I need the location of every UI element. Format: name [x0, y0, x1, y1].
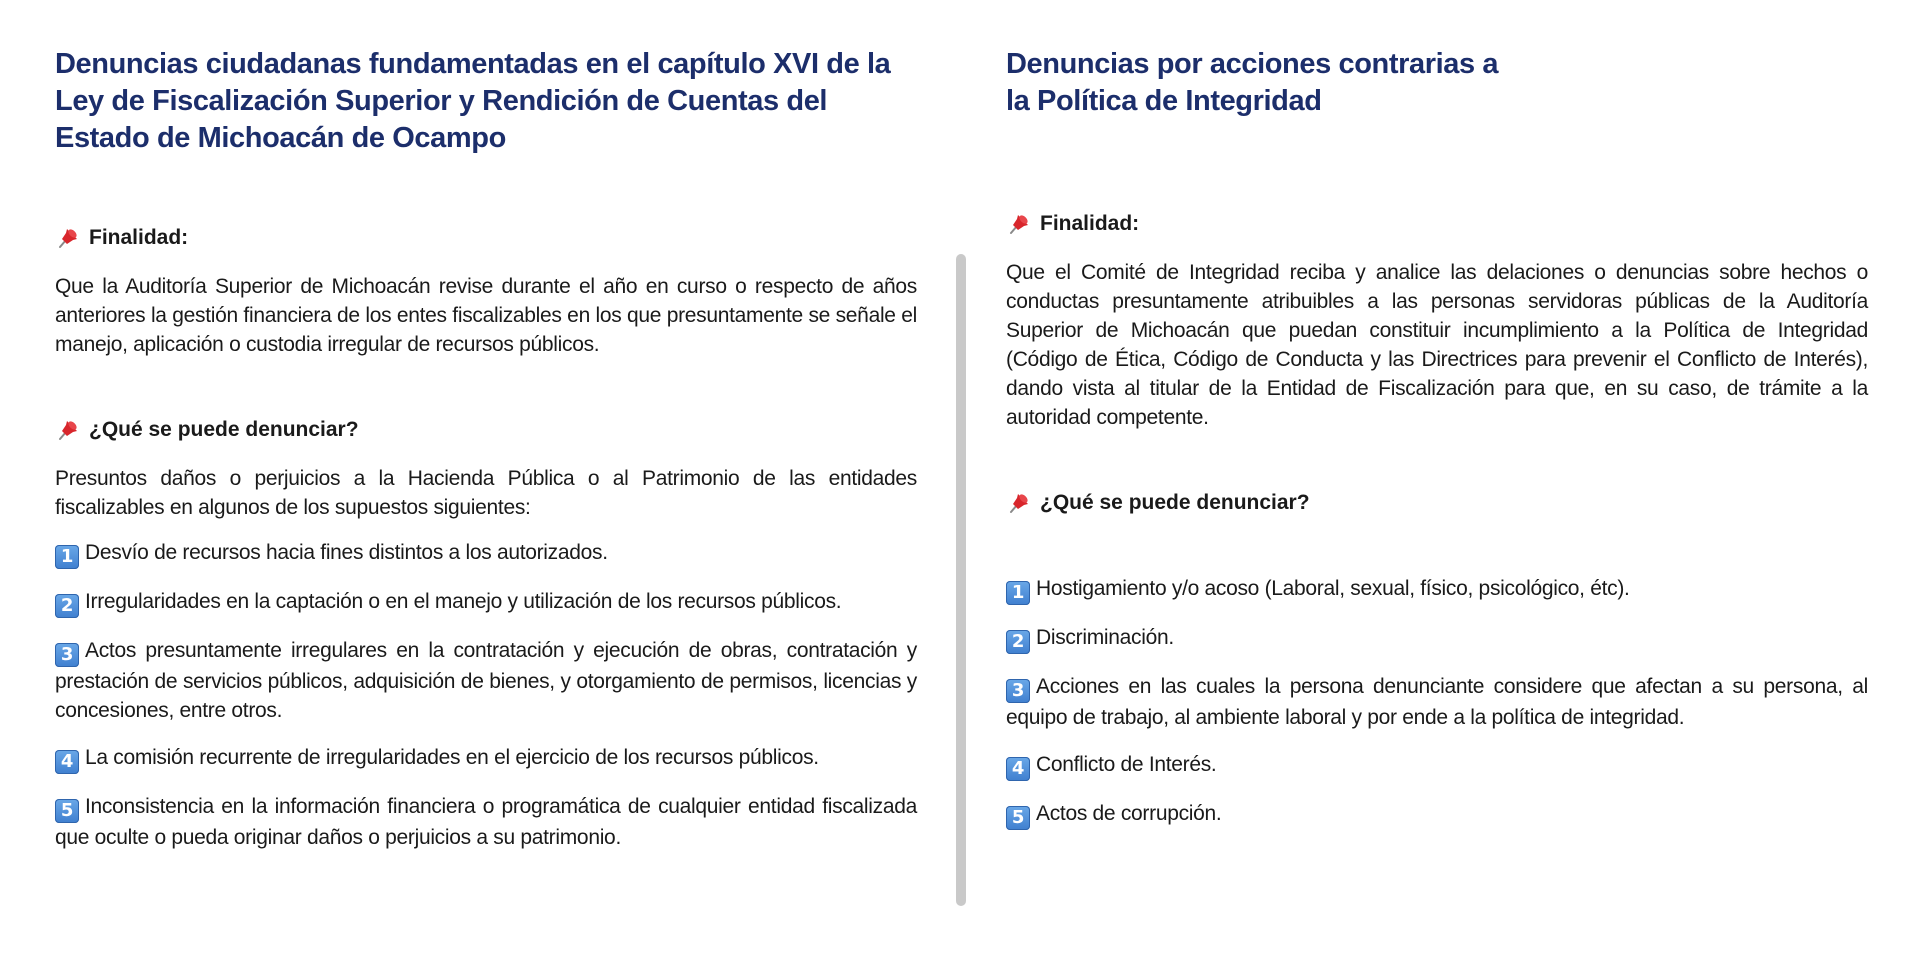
- right-que-label: ¿Qué se puede denunciar?: [1040, 491, 1310, 514]
- right-column: Denuncias por acciones contrarias a la P…: [1006, 46, 1868, 830]
- right-finalidad-heading: Finalidad:: [1006, 210, 1868, 238]
- keycap-3-icon: 3: [1006, 679, 1030, 703]
- right-item-1-text: Hostigamiento y/o acoso (Laboral, sexual…: [1036, 577, 1630, 600]
- right-item-3-text: Acciones en las cuales la persona denunc…: [1006, 675, 1868, 729]
- right-item-5-text: Actos de corrupción.: [1036, 802, 1222, 825]
- right-title: Denuncias por acciones contrarias a la P…: [1006, 48, 1499, 117]
- keycap-2-icon: 2: [1006, 630, 1030, 654]
- left-intro-text: Presuntos daños o perjuicios a la Hacien…: [55, 467, 917, 519]
- pushpin-icon: [1010, 494, 1028, 513]
- keycap-3-icon: 3: [55, 643, 79, 667]
- pushpin-icon: [1010, 215, 1028, 234]
- right-list-item-4: 4 Conflicto de Interés.: [1006, 750, 1868, 781]
- left-list-item-1: 1 Desvío de recursos hacia fines distinto…: [55, 538, 917, 569]
- left-item-5-text: Inconsistencia en la información financi…: [55, 795, 917, 849]
- keycap-5-icon: 5: [55, 799, 79, 823]
- pushpin-icon: [59, 421, 77, 440]
- keycap-1-icon: 1: [55, 545, 79, 569]
- keycap-4-icon: 4: [1006, 757, 1030, 781]
- left-column: Denuncias ciudadanas fundamentadas en el…: [55, 46, 917, 852]
- pushpin-icon: [59, 229, 77, 248]
- left-list-item-4: 4 La comisión recurrente de irregularidad…: [55, 743, 917, 774]
- left-list-item-2: 2 Irregularidades en la captación o en el…: [55, 587, 917, 618]
- left-que-label: ¿Qué se puede denunciar?: [89, 418, 359, 441]
- keycap-4-icon: 4: [55, 750, 79, 774]
- left-item-2-text: Irregularidades en la captación o en el …: [85, 590, 842, 613]
- right-item-4-text: Conflicto de Interés.: [1036, 753, 1217, 776]
- left-item-4-text: La comisión recurrente de irregularidade…: [85, 746, 819, 769]
- column-divider: [956, 254, 966, 906]
- right-list-item-1: 1 Hostigamiento y/o acoso (Laboral, sexua…: [1006, 574, 1868, 605]
- left-item-1-text: Desvío de recursos hacia fines distintos…: [85, 541, 608, 564]
- right-finalidad-label: Finalidad:: [1040, 212, 1140, 235]
- right-item-2-text: Discriminación.: [1036, 626, 1174, 649]
- right-que-heading: ¿Qué se puede denunciar?: [1006, 489, 1868, 517]
- keycap-5-icon: 5: [1006, 806, 1030, 830]
- right-list-item-5: 5 Actos de corrupción.: [1006, 799, 1868, 830]
- left-finalidad-label: Finalidad:: [89, 226, 189, 249]
- right-list-item-2: 2 Discriminación.: [1006, 623, 1868, 654]
- right-finalidad-text: Que el Comité de Integridad reciba y ana…: [1006, 261, 1868, 429]
- keycap-1-icon: 1: [1006, 581, 1030, 605]
- left-finalidad-heading: Finalidad:: [55, 224, 917, 252]
- left-item-3-text: Actos presuntamente irregulares en la co…: [55, 639, 917, 722]
- keycap-2-icon: 2: [55, 594, 79, 618]
- left-title: Denuncias ciudadanas fundamentadas en el…: [55, 48, 891, 154]
- left-que-heading: ¿Qué se puede denunciar?: [55, 416, 917, 444]
- left-finalidad-text: Que la Auditoría Superior de Michoacán r…: [55, 275, 917, 356]
